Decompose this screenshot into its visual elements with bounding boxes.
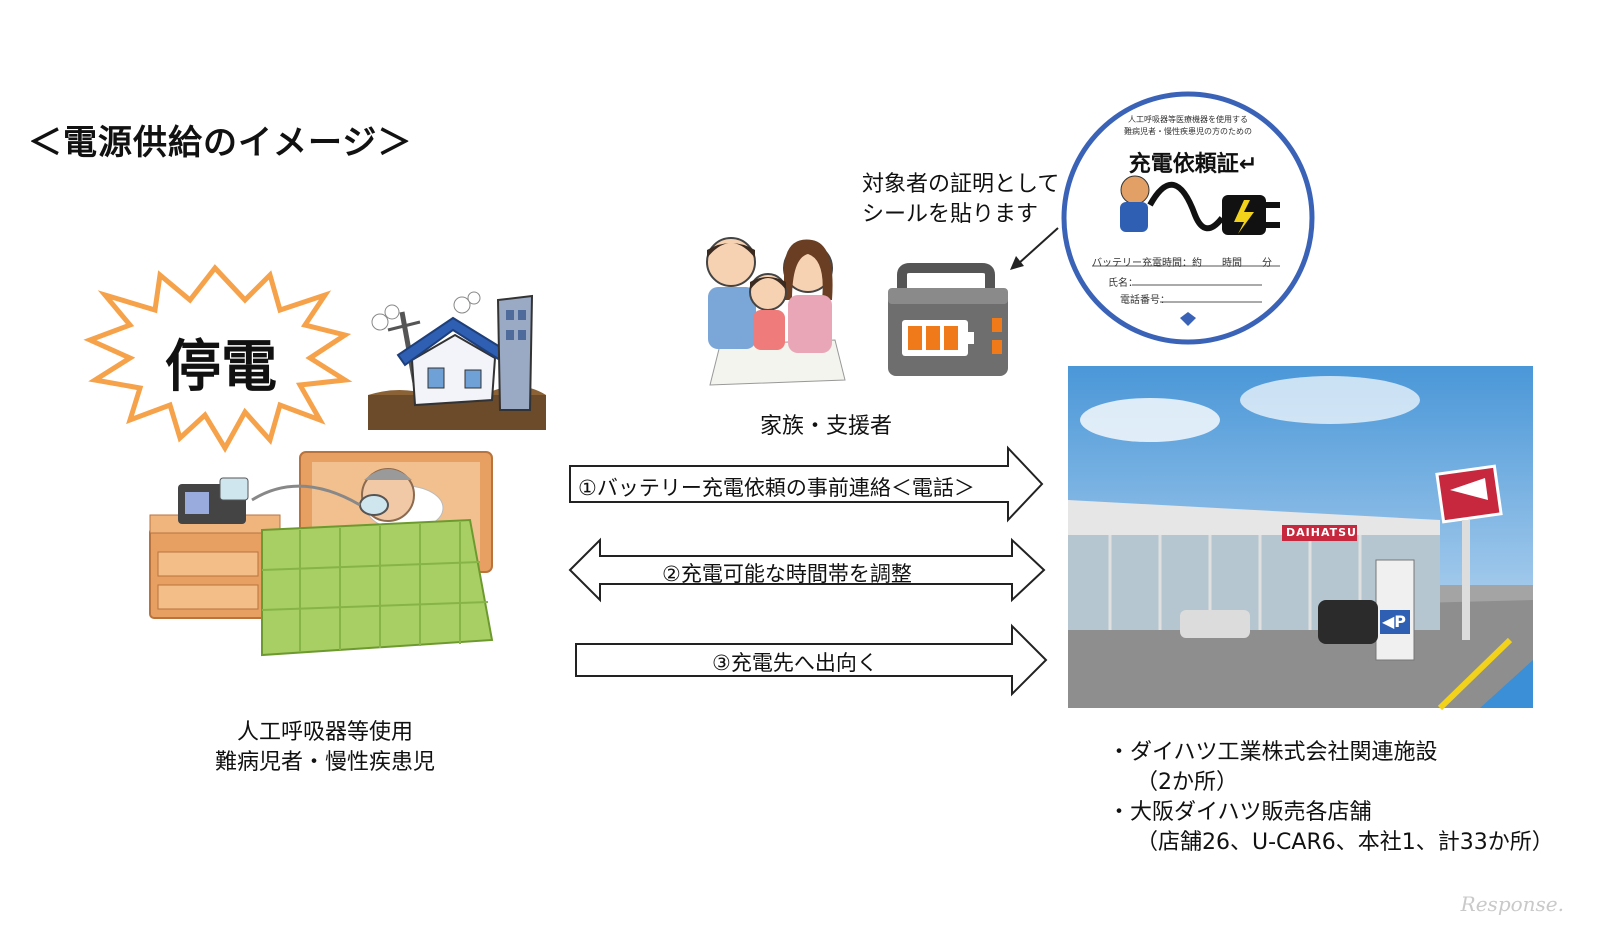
sticker-circle	[1061, 91, 1315, 345]
sticker-emblem	[1180, 312, 1196, 326]
sticker-charge-time: バッテリー充電時間：約 時間 分	[1092, 258, 1272, 269]
portable-battery-illustration	[888, 263, 1008, 376]
sticker-note-line-2: シールを貼ります	[862, 202, 1039, 227]
dealership-sign: DAIHATSU	[1286, 526, 1357, 539]
facility-item-1-detail: （2か所）	[1136, 770, 1238, 795]
outage-burst	[83, 264, 353, 453]
arrow-1-label: ①バッテリー充電依頼の事前連絡＜電話＞	[578, 476, 975, 500]
parking-sign: ◀P	[1382, 612, 1407, 631]
arrow-2-label: ②充電可能な時間帯を調整	[662, 562, 912, 586]
patient-label-line-1: 人工呼吸器等使用	[236, 720, 413, 745]
arrow-2-shape	[568, 537, 1046, 603]
outage-label: 停電	[165, 335, 277, 400]
response-watermark: Response.	[1460, 892, 1564, 916]
disaster-scene-illustration	[368, 291, 546, 430]
sticker-note: 対象者の証明として シールを貼ります	[862, 170, 1059, 230]
patient-bed-illustration	[149, 451, 494, 657]
sticker-note-line-1: 対象者の証明として	[862, 172, 1060, 197]
sticker-mascot-plug	[1120, 175, 1280, 235]
facility-item-1: ・ダイハツ工業株式会社関連施設	[1108, 740, 1438, 765]
sticker-phone-field: 電話番号：	[1120, 295, 1170, 306]
page-title: ＜電源供給のイメージ＞	[28, 123, 413, 163]
arrow-3-label: ③充電先へ出向く	[712, 651, 878, 675]
sticker-small-line-2: 難病児者・慢性疾患児の方のための	[1124, 127, 1252, 136]
sticker-pointer-arrowhead	[1010, 256, 1024, 270]
facility-item-2: ・大阪ダイハツ販売各店舗	[1108, 800, 1372, 825]
sticker-small-line-1: 人工呼吸器等医療機器を使用する	[1128, 115, 1248, 124]
sticker-title: 充電依頼証↵	[1128, 152, 1258, 177]
patient-label-line-2: 難病児者・慢性疾患児	[214, 750, 435, 775]
dealership-photo	[1068, 366, 1533, 711]
facility-item-2-detail: （店舗26、U-CAR6、本社1、計33か所）	[1136, 830, 1554, 855]
facility-list: ・ダイハツ工業株式会社関連施設 （2か所） ・大阪ダイハツ販売各店舗 （店舗26…	[1108, 738, 1554, 858]
family-label: 家族・支援者	[760, 414, 893, 439]
family-illustration	[706, 237, 846, 386]
sticker-small-text: 人工呼吸器等医療機器を使用する 難病児者・慢性疾患児の方のための	[1108, 114, 1268, 138]
arrow-3-shape	[575, 623, 1048, 697]
patient-label: 人工呼吸器等使用 難病児者・慢性疾患児	[195, 718, 455, 778]
sticker-name-field: 氏名：	[1108, 278, 1138, 289]
sticker-pointer-line	[1017, 227, 1059, 265]
arrow-1-shape	[569, 445, 1044, 523]
